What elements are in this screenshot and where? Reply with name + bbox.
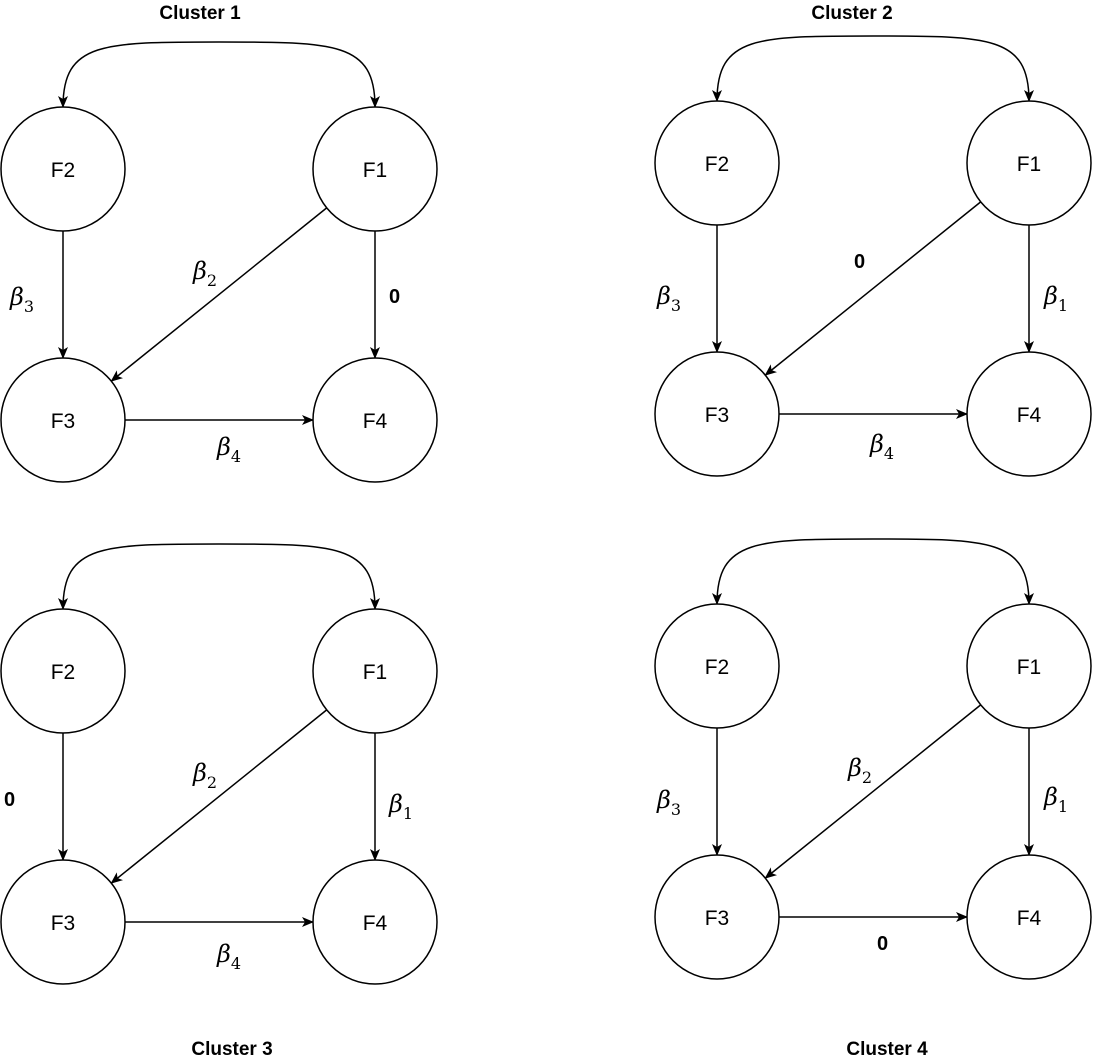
edge-label-symbol: β: [216, 940, 231, 968]
edge-label-symbol: β: [1043, 783, 1058, 811]
edge-f1-f3: [764, 704, 982, 879]
node-label: F1: [1017, 153, 1042, 176]
edge-label-subscript: 1: [1058, 797, 1068, 816]
edge-label-f3-f4: β4: [216, 940, 241, 973]
edge-label-symbol: 0: [877, 933, 888, 955]
node-f4: [312, 357, 438, 483]
edge-label-f2-f3: β3: [656, 786, 681, 819]
edge-label-f1-f3: β2: [847, 754, 872, 787]
node-label: F4: [1017, 404, 1042, 427]
edge-label-f3-f4: 0: [877, 933, 888, 955]
edge-label-symbol: 0: [4, 789, 15, 811]
edge-label-f1-f4: β1: [1043, 783, 1068, 816]
edge-label-f1-f4: β1: [1043, 282, 1068, 315]
node-label: F3: [51, 912, 76, 935]
edge-label-symbol: β: [1043, 282, 1058, 310]
node-label: F2: [51, 159, 76, 182]
node-f3: [654, 854, 780, 980]
node-f4: [966, 854, 1092, 980]
node-label: F4: [363, 410, 388, 433]
edge-label-symbol: β: [847, 754, 862, 782]
node-f1: [312, 608, 438, 734]
node-label: F3: [705, 907, 730, 930]
node-f3: [0, 859, 126, 985]
edge-label-subscript: 4: [231, 954, 241, 973]
edge-label-f2-f3: β3: [656, 282, 681, 315]
node-label: F2: [705, 153, 730, 176]
edge-label-symbol: 0: [389, 286, 400, 308]
edge-label-f1-f3: β2: [192, 759, 217, 792]
edge-label-subscript: 2: [207, 271, 217, 290]
edge-label-f3-f4: β4: [869, 430, 894, 463]
edge-label-symbol: β: [192, 759, 207, 787]
node-label: F2: [705, 656, 730, 679]
edge-label-f1-f3: 0: [854, 251, 865, 273]
edge-label-subscript: 1: [403, 804, 413, 823]
edge-f1-f3: [764, 201, 982, 376]
edge-label-f2-f3: β3: [9, 283, 34, 316]
node-f1: [966, 603, 1092, 729]
node-f3: [654, 351, 780, 477]
edge-label-subscript: 3: [671, 800, 681, 819]
edge-label-symbol: β: [388, 790, 403, 818]
edge-label-f2-f3: 0: [4, 789, 15, 811]
cluster-title: Cluster 3: [191, 1039, 272, 1060]
edge-f1-f3: [110, 709, 328, 884]
node-f4: [966, 351, 1092, 477]
node-label: F3: [51, 410, 76, 433]
node-label: F2: [51, 661, 76, 684]
node-f2: [654, 100, 780, 226]
edge-label-f1-f4: β1: [388, 790, 413, 823]
edge-label-subscript: 4: [231, 447, 241, 466]
node-label: F4: [1017, 907, 1042, 930]
node-label: F1: [363, 661, 388, 684]
edge-label-subscript: 2: [207, 773, 217, 792]
node-f1: [312, 106, 438, 232]
edge-label-subscript: 3: [24, 297, 34, 316]
node-f2: [0, 106, 126, 232]
edge-f2-f1-covariance: [712, 538, 1034, 605]
edge-f2-f1-covariance: [712, 35, 1034, 102]
edge-label-f1-f4: 0: [389, 286, 400, 308]
edge-label-symbol: β: [869, 430, 884, 458]
node-f2: [0, 608, 126, 734]
edge-label-subscript: 2: [862, 768, 872, 787]
cluster-title: Cluster 2: [811, 3, 892, 24]
node-label: F3: [705, 404, 730, 427]
edge-label-symbol: β: [9, 283, 24, 311]
node-f1: [966, 100, 1092, 226]
node-f2: [654, 603, 780, 729]
edge-label-symbol: β: [656, 786, 671, 814]
node-label: F4: [363, 912, 388, 935]
node-f4: [312, 859, 438, 985]
edge-f2-f1-covariance: [58, 543, 380, 610]
edge-label-subscript: 4: [884, 444, 894, 463]
edge-label-symbol: β: [216, 433, 231, 461]
edge-label-subscript: 3: [671, 296, 681, 315]
edge-label-subscript: 1: [1058, 296, 1068, 315]
edge-f2-f1-covariance: [58, 41, 380, 108]
node-f3: [0, 357, 126, 483]
cluster-title: Cluster 4: [846, 1039, 928, 1060]
cluster-title: Cluster 1: [159, 3, 241, 24]
node-label: F1: [363, 159, 388, 182]
edge-label-symbol: 0: [854, 251, 865, 273]
node-label: F1: [1017, 656, 1042, 679]
edge-label-f1-f3: β2: [192, 257, 217, 290]
edge-label-symbol: β: [192, 257, 207, 285]
edge-label-symbol: β: [656, 282, 671, 310]
edge-f1-f3: [110, 207, 328, 382]
edge-label-f3-f4: β4: [216, 433, 241, 466]
